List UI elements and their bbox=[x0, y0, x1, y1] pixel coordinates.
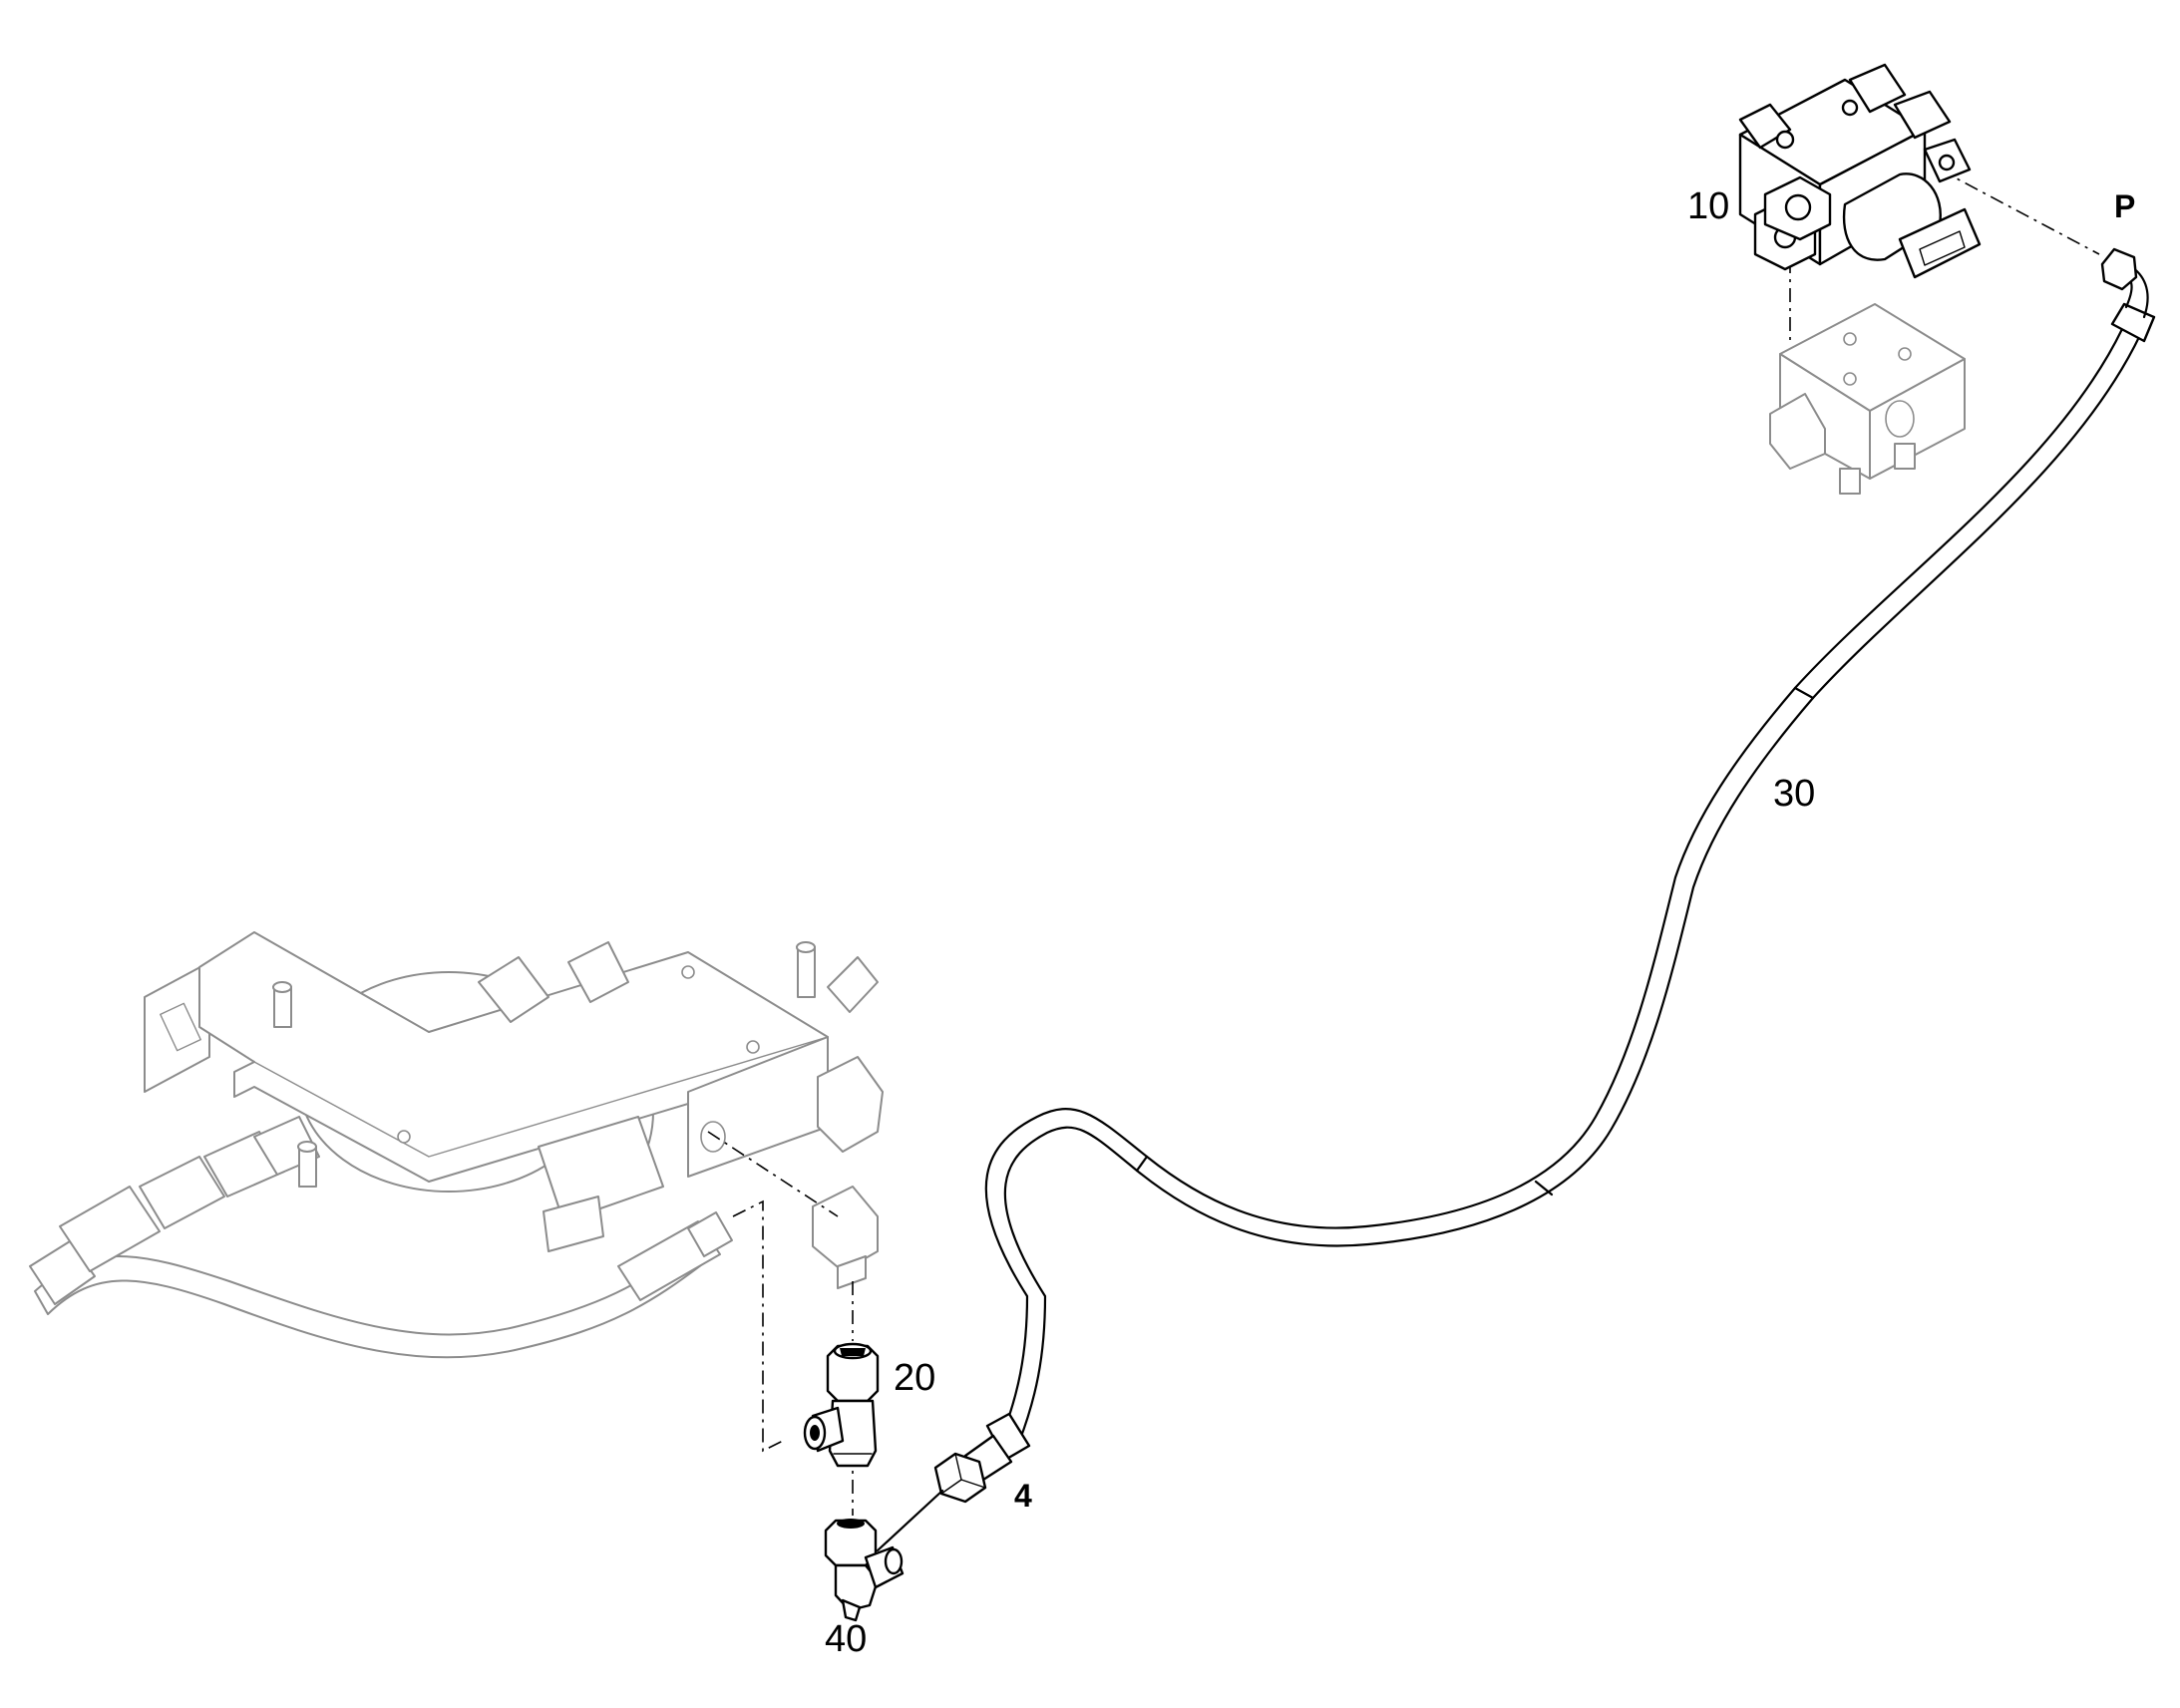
ghost-block-right-face bbox=[1869, 358, 1966, 480]
ghost-block-hole-2 bbox=[1898, 347, 1912, 361]
centerline-valve-to-hose bbox=[1939, 169, 2100, 255]
hose-top-ferrule bbox=[2110, 302, 2156, 343]
ghost-side-cap bbox=[817, 1056, 884, 1153]
callout-4: 4 bbox=[1014, 1478, 1032, 1514]
ghost-pin-3-top bbox=[297, 1141, 317, 1153]
part-4-nut[interactable] bbox=[876, 1452, 987, 1552]
ghost-pin-1 bbox=[273, 986, 292, 1028]
ghost-tee-fitting-stem bbox=[837, 1255, 867, 1289]
hose-outline-inner bbox=[1003, 333, 2142, 1444]
ghost-plate-hole-2 bbox=[681, 965, 695, 979]
hose-band-upper bbox=[1793, 686, 1815, 700]
centerline-valve-to-tee bbox=[707, 1131, 839, 1217]
ghost-valve-block-port bbox=[700, 1121, 726, 1153]
ghost-return-hose bbox=[34, 1240, 711, 1359]
valve-top-screw bbox=[1775, 130, 1795, 150]
ghost-block-foot-1 bbox=[1839, 468, 1861, 495]
ghost-pin-1-top bbox=[272, 981, 292, 993]
tee-body bbox=[828, 1399, 878, 1468]
part-30-hose[interactable] bbox=[963, 247, 2156, 1482]
ghost-block-hole-1 bbox=[1843, 332, 1857, 346]
valve-solenoid-connector-slot bbox=[1919, 230, 1966, 266]
callout-10: 10 bbox=[1687, 185, 1729, 227]
ghost-lower-solenoid bbox=[538, 1116, 664, 1222]
elbow-tip bbox=[841, 1598, 862, 1622]
centerline-bracket bbox=[732, 1199, 784, 1453]
callout-labels: 10 P 30 20 4 40 bbox=[825, 185, 2135, 1660]
ghost-left-fitting-1 bbox=[59, 1186, 161, 1272]
callout-20: 20 bbox=[894, 1357, 935, 1399]
ghost-top-fitting-2 bbox=[567, 941, 629, 1003]
ghost-top-right-fitting bbox=[827, 956, 879, 1013]
valve-top-screw-2 bbox=[1841, 99, 1859, 117]
ghost-bracket-slot bbox=[160, 1002, 201, 1052]
ghost-top-fitting-1 bbox=[478, 956, 549, 1023]
elbow-body bbox=[834, 1563, 880, 1612]
ghost-pin-3 bbox=[298, 1146, 317, 1188]
ghost-hose-fitting-right-nut bbox=[687, 1211, 733, 1257]
nut-hex-facet bbox=[940, 1453, 986, 1495]
hose-band-low bbox=[1135, 1155, 1149, 1173]
ghost-tee-fitting bbox=[812, 1186, 879, 1272]
callout-30: 30 bbox=[1773, 773, 1815, 815]
ghost-plate-hole-4 bbox=[746, 1040, 760, 1054]
hose-top-nut bbox=[2100, 247, 2138, 291]
elbow-top-nut-bore bbox=[837, 1519, 865, 1529]
ghost-pump-bracket-assembly bbox=[29, 931, 884, 1359]
part-10-valve-block[interactable] bbox=[1738, 63, 1982, 279]
valve-solenoid-connector bbox=[1898, 207, 1982, 279]
valve-top-fitting-2 bbox=[1848, 63, 1907, 114]
ghost-mounting-block bbox=[1769, 303, 1966, 495]
elbow-side-outlet-port bbox=[884, 1547, 904, 1575]
valve-right-fitting-bore bbox=[1938, 154, 1956, 171]
ghost-bracket-plate bbox=[144, 961, 210, 1093]
callout-p: P bbox=[2114, 188, 2135, 224]
ghost-top-plate-edge bbox=[198, 1026, 829, 1158]
ghost-left-fitting-2 bbox=[139, 1156, 225, 1229]
part-40-elbow-fitting[interactable] bbox=[824, 1519, 905, 1622]
valve-top-fitting-3 bbox=[1893, 90, 1952, 140]
tee-side-branch-bore bbox=[810, 1425, 820, 1441]
hose-outline-outer bbox=[984, 327, 2124, 1438]
ghost-pin-2-top bbox=[796, 941, 816, 953]
part-20-tee-fitting[interactable] bbox=[803, 1342, 880, 1468]
ghost-block-port bbox=[1885, 400, 1915, 438]
nut-to-elbow-line bbox=[876, 1489, 944, 1552]
hose-band-mid bbox=[1534, 1180, 1554, 1196]
valve-front-hex-bore bbox=[1784, 193, 1812, 221]
ghost-hose-fitting-left bbox=[29, 1240, 96, 1305]
ghost-pin-2 bbox=[797, 946, 816, 998]
tee-top-nut-shadow bbox=[840, 1348, 866, 1356]
ghost-plate-hole-3 bbox=[397, 1130, 411, 1144]
ghost-block-foot-2 bbox=[1894, 443, 1916, 470]
ghost-block-fitting bbox=[1769, 393, 1826, 470]
ghost-lower-connector bbox=[543, 1196, 604, 1252]
callout-40: 40 bbox=[825, 1618, 867, 1660]
ghost-block-hole-3 bbox=[1843, 372, 1857, 386]
